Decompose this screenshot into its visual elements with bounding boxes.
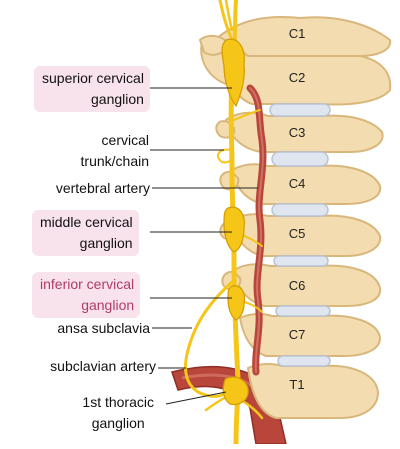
vertebra-c5 (230, 213, 382, 257)
label-superior-line-2: ganglion (91, 91, 144, 107)
ganglia (221, 38, 249, 406)
label-middle-cervical-ganglion: middle cervical ganglion (32, 210, 139, 256)
vertebra-label-c7: C7 (289, 327, 306, 342)
vertebral-column (198, 16, 392, 419)
inferior-ganglion-shape (227, 285, 246, 321)
label-superior-cervical-ganglion: superior cervical ganglion (34, 66, 150, 112)
pointer-lines (150, 87, 258, 405)
vertebra-label-c4: C4 (289, 176, 306, 191)
vertebra-label-c6: C6 (289, 278, 306, 293)
thoracic-ganglion-shape (222, 376, 249, 406)
label-middle-line-1: middle cervical (40, 214, 133, 230)
label-first-thoracic-ganglion: 1st thoracic ganglion (82, 392, 154, 434)
label-middle-line-2: ganglion (79, 235, 133, 251)
label-vertebral-artery: vertebral artery (56, 178, 150, 199)
label-subclavian-artery: subclavian artery (50, 356, 156, 377)
label-superior-line-1: superior cervical (42, 70, 144, 86)
label-cervical-trunk-chain: cervical trunk/chain (81, 130, 149, 172)
label-trunk-line-2: trunk/chain (80, 153, 149, 169)
label-subclavian-line-1: subclavian artery (50, 358, 156, 374)
label-thoracic-line-1: 1st thoracic (82, 394, 154, 410)
vertebra-t1 (246, 363, 380, 419)
middle-ganglion-shape (223, 206, 245, 253)
label-inferior-line-1: inferior cervical (40, 276, 135, 292)
label-vertebral-line-1: vertebral artery (55, 180, 150, 196)
label-trunk-line-1: cervical (101, 132, 149, 148)
vertebra-label-c1: C1 (289, 26, 306, 41)
label-ansa-line-1: ansa subclavia (57, 320, 150, 336)
label-inferior-cervical-ganglion: inferior cervical ganglion (32, 272, 141, 318)
superior-ganglion-shape (221, 38, 245, 108)
vertebra-label-t1: T1 (289, 377, 304, 392)
label-inferior-line-2: ganglion (81, 297, 135, 313)
label-ansa-subclavia: ansa subclavia (57, 318, 150, 339)
label-thoracic-line-2: ganglion (91, 415, 145, 431)
vertebra-label-c5: C5 (289, 226, 306, 241)
vertebra-label-c2: C2 (289, 70, 306, 85)
vertebra-label-c3: C3 (289, 125, 306, 140)
intervertebral-discs (269, 103, 331, 367)
vertebra-c4 (230, 163, 382, 205)
